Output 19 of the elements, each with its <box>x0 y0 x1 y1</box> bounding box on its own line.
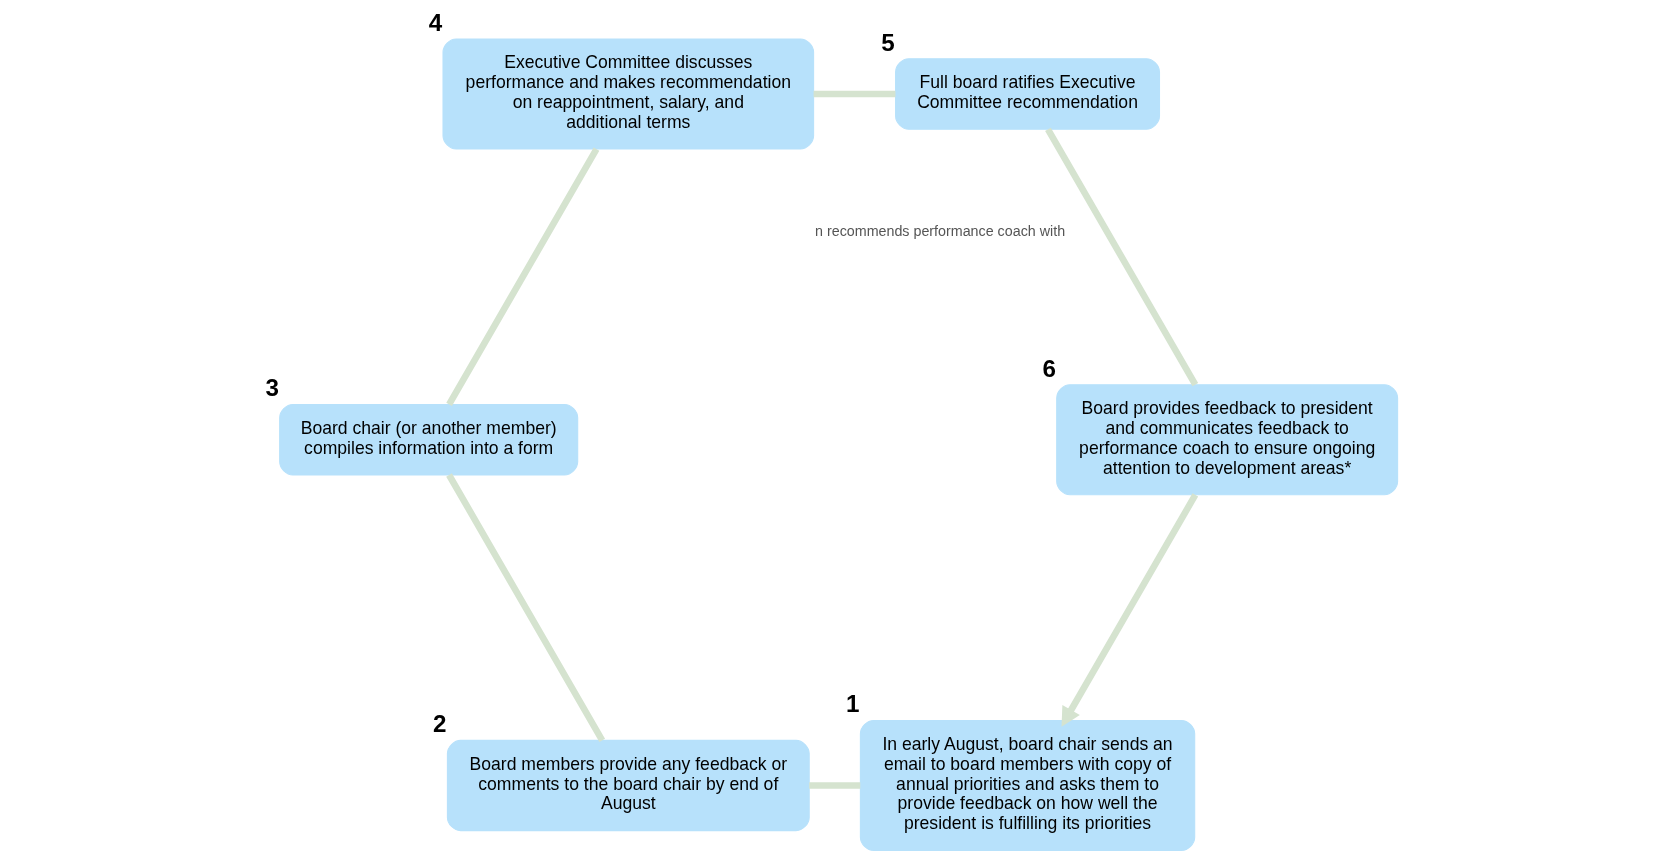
node-box: Full board ratifies Executive Committee recommendation <box>895 58 1161 130</box>
node-box: Executive Committee discusses performance and makes recommendation on reappointment, salary, and additional terms <box>442 38 815 150</box>
connector <box>446 473 606 742</box>
node-box: In early August, board chair sends an email to board members with copy of annual priorities and asks them to provide feedback on how well the president is fulfilling its priorities <box>859 720 1196 851</box>
node-label: 1 <box>846 690 860 718</box>
node-box: Board members provide any feedback or comments to the board chair by end of August <box>446 739 810 832</box>
node-label: 6 <box>1042 354 1056 382</box>
node-label: 5 <box>881 28 895 56</box>
label: n recommends performance coach with <box>815 222 1066 239</box>
connector <box>809 782 861 789</box>
connector <box>813 90 896 98</box>
connector <box>1045 127 1199 387</box>
node-label: 2 <box>433 710 447 738</box>
node-box: Board provides feedback to president and communicates feedback to performance coach to ensure ongoing attention to development areas* <box>1056 384 1399 496</box>
node-box: Board chair (or another member) compiles information into a form <box>279 404 579 476</box>
node-label: 4 <box>428 8 443 36</box>
connector <box>446 147 600 407</box>
node-label: 3 <box>265 374 279 402</box>
arrow <box>1061 493 1199 727</box>
